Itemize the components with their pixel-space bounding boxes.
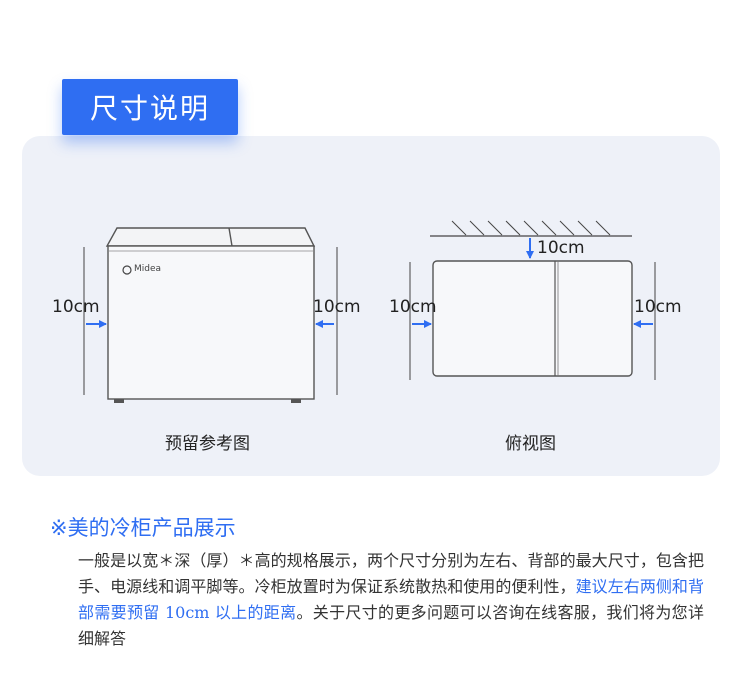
front-view-freezer [83,227,338,403]
paragraph-text-before: 一般是以宽＊深（厚）＊高的规格展示，两个尺寸分别为左右、背部的最大尺寸，包含把手… [78,551,704,596]
top-view-caption: 俯视图 [505,434,556,454]
section-header-tab: 尺寸说明 [62,79,238,135]
section-header-title: 尺寸说明 [89,92,210,125]
paragraph-text-after: 。关于尺寸的更多问题可以咨询在线客服，我们将为您详细解答 [78,603,704,648]
front-right-gap-label: 10cm [313,297,361,317]
paragraph-highlight: 建议左右两侧和背部需要预留 10cm 以上的距离 [78,577,704,622]
showcase-paragraph: 一般是以宽＊深（厚）＊高的规格展示，两个尺寸分别为左右、背部的最大尺寸，包含把手… [78,548,704,652]
top-left-gap-label: 10cm [389,297,437,317]
brand-label: Midea [134,264,162,274]
top-right-gap-label: 10cm [634,297,682,317]
top-back-gap-label: 10cm [537,238,585,258]
front-view-caption: 预留参考图 [165,434,250,454]
top-view-freezer [409,220,656,380]
midea-logo-icon [122,265,132,275]
front-left-gap-label: 10cm [52,297,100,317]
showcase-title: ※美的冷柜产品展示 [50,516,236,540]
